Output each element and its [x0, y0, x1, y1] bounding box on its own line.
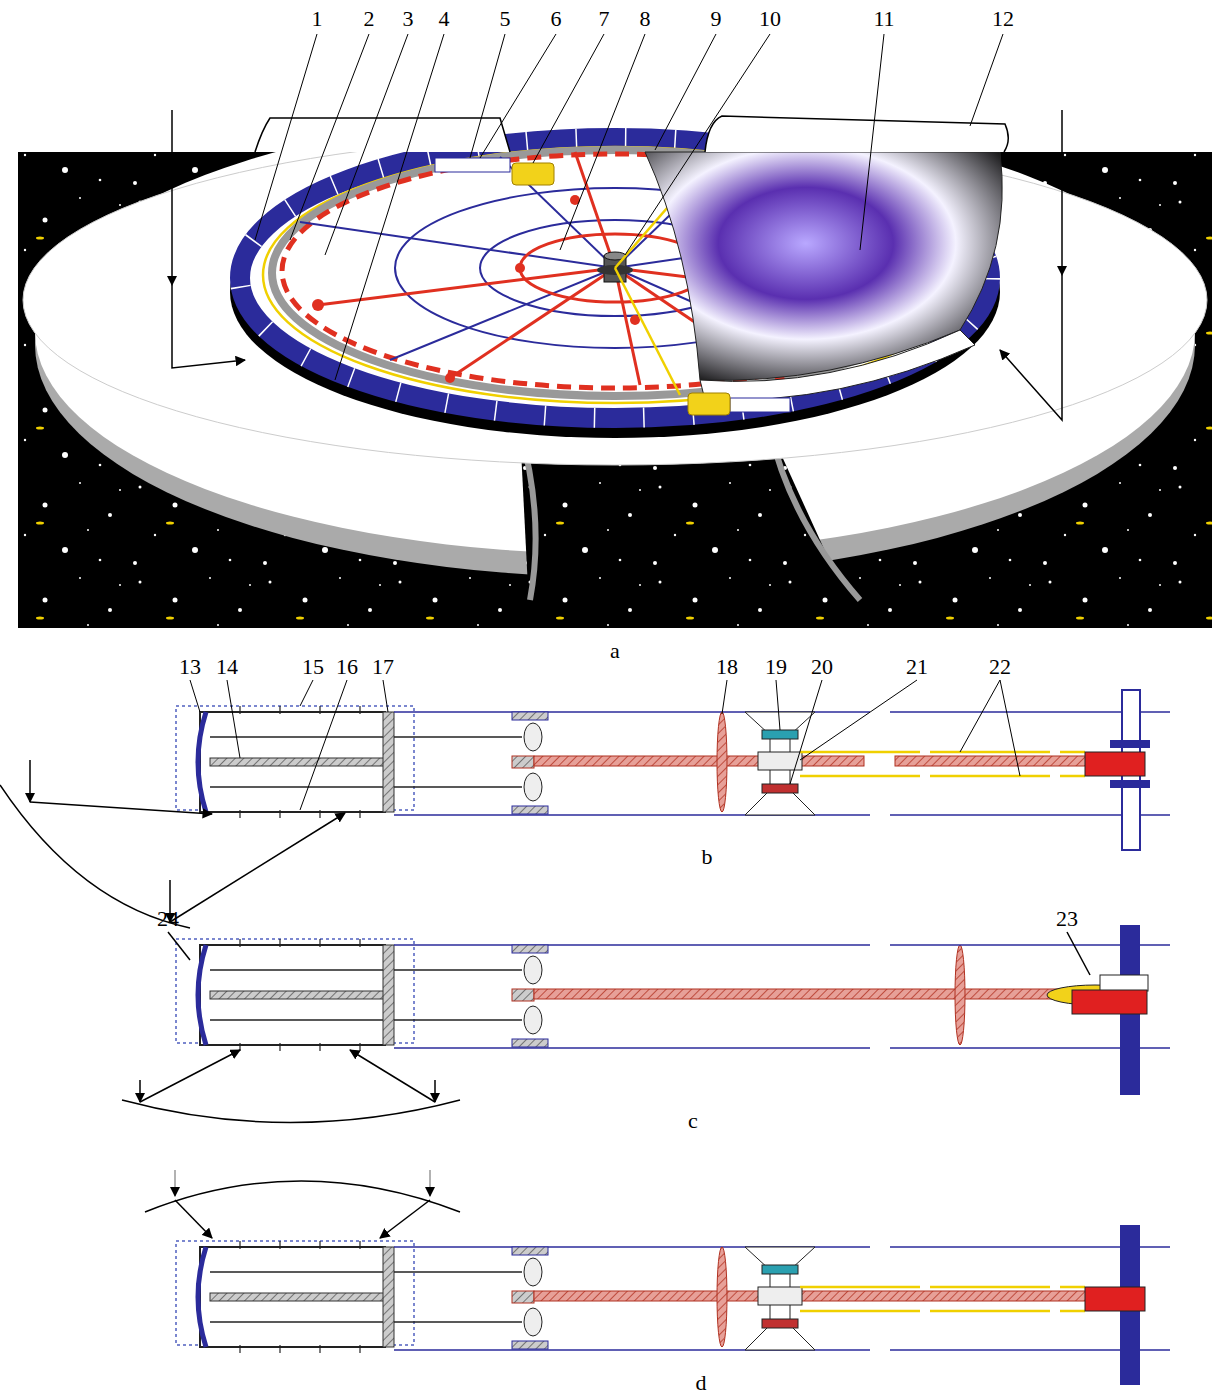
- callout-number: 23: [1056, 908, 1078, 930]
- callout-number: 16: [336, 656, 358, 678]
- callout-number: 5: [500, 8, 511, 30]
- callout-number: 10: [759, 8, 781, 30]
- callout-number: 11: [873, 8, 894, 30]
- callout-number: 14: [216, 656, 238, 678]
- callout-number: 19: [765, 656, 787, 678]
- callout-number: 12: [992, 8, 1014, 30]
- callout-number: 7: [599, 8, 610, 30]
- callout-number: 17: [372, 656, 394, 678]
- panel-label: b: [702, 846, 713, 868]
- callout-number: 24: [157, 908, 179, 930]
- callout-number: 1: [312, 8, 323, 30]
- callout-number: 22: [989, 656, 1011, 678]
- callout-number: 20: [811, 656, 833, 678]
- panel-label: a: [610, 640, 620, 662]
- callout-number: 6: [551, 8, 562, 30]
- callout-number: 8: [640, 8, 651, 30]
- callout-number: 13: [179, 656, 201, 678]
- callout-number: 18: [716, 656, 738, 678]
- callout-number: 9: [711, 8, 722, 30]
- callout-number: 21: [906, 656, 928, 678]
- callout-number: 3: [403, 8, 414, 30]
- panel-label: c: [688, 1110, 698, 1132]
- callout-number: 15: [302, 656, 324, 678]
- callout-number: 2: [364, 8, 375, 30]
- callout-number: 4: [439, 8, 450, 30]
- panel-label: d: [696, 1372, 707, 1394]
